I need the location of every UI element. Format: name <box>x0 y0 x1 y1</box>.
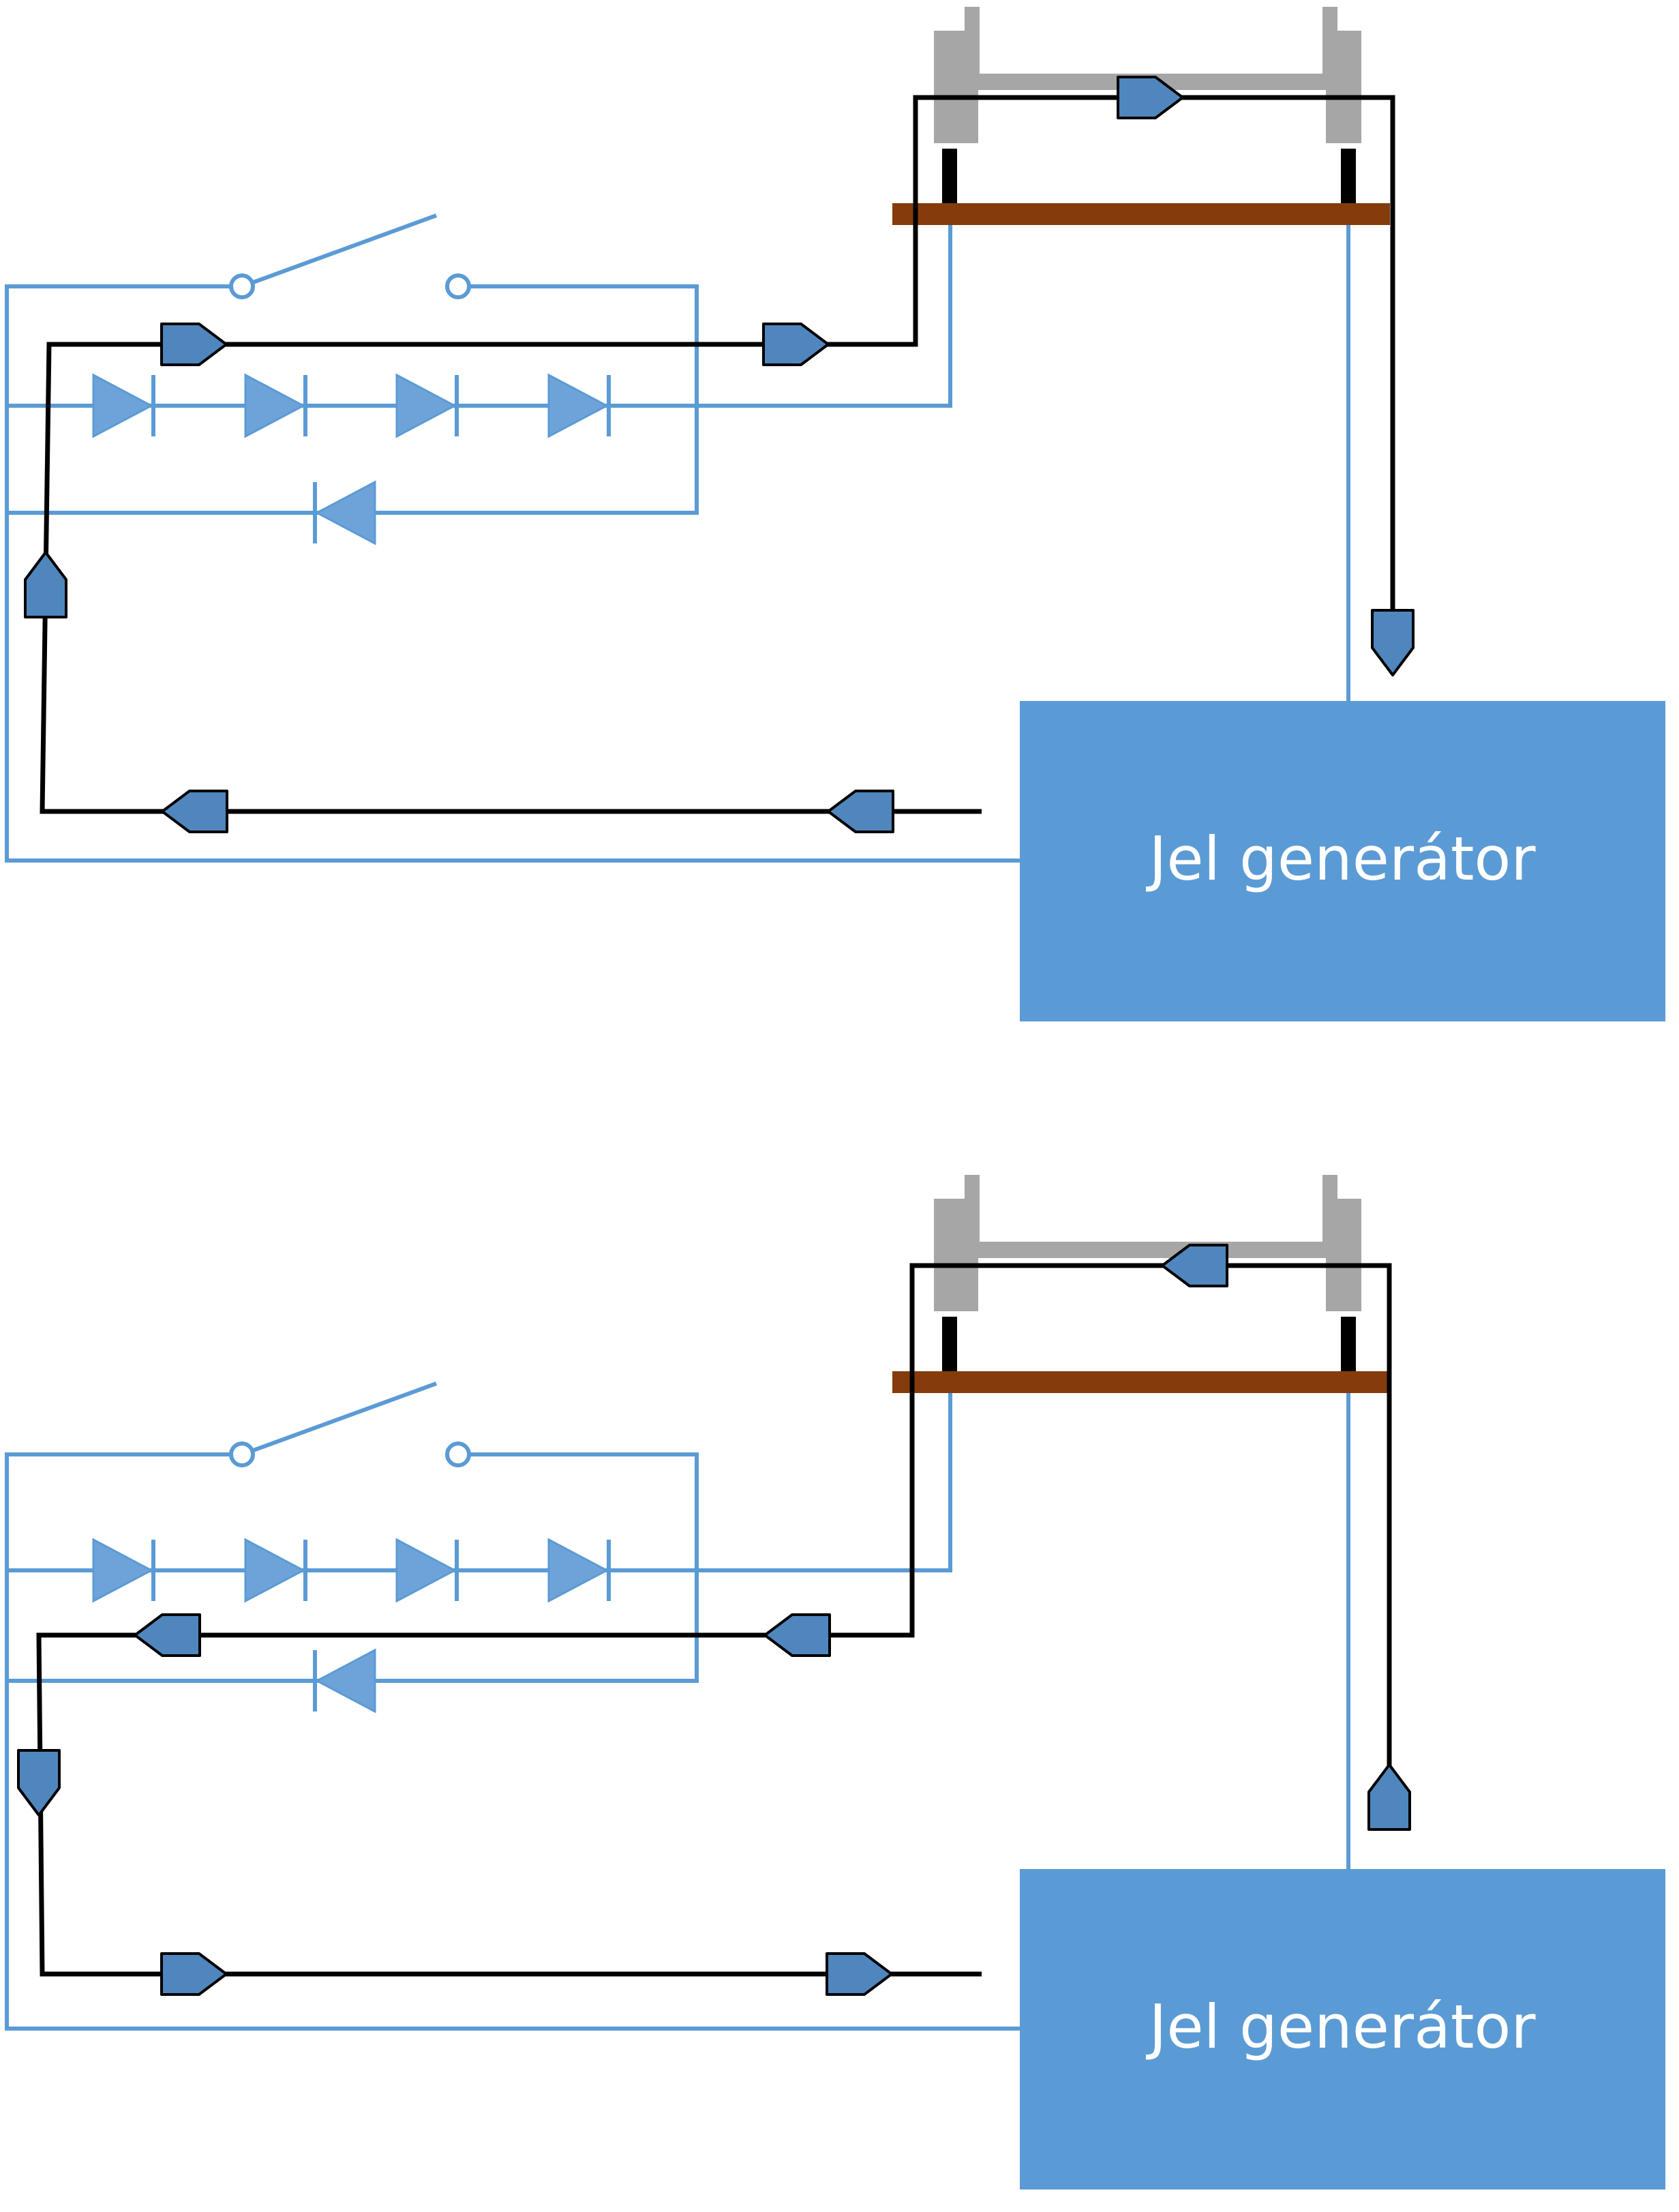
current-path-line <box>36 1263 1392 1977</box>
diagram-reverse: Jel generátor <box>5 1175 1665 2189</box>
current-path-line <box>40 95 1395 814</box>
switch-terminal-right <box>445 273 471 299</box>
direction-marker <box>160 323 228 366</box>
diode-1 <box>93 1540 153 1601</box>
wheelset <box>934 1175 1361 1375</box>
diode-3 <box>397 1540 457 1601</box>
generator-box <box>1020 701 1665 1021</box>
diode-string-wire <box>7 1379 952 1572</box>
generator-label: Jel generátor <box>1145 824 1536 894</box>
diode-2 <box>245 375 305 436</box>
generator-box <box>1020 1869 1665 2189</box>
switch-terminal-left <box>229 273 255 299</box>
diagram-forward: Jel generátor <box>5 7 1665 1021</box>
direction-marker <box>17 1749 61 1817</box>
brush-right <box>1341 1317 1356 1375</box>
diode-1 <box>93 375 153 436</box>
direction-marker <box>1371 609 1415 676</box>
direction-marker <box>1367 1763 1411 1831</box>
switch <box>229 1381 471 1467</box>
diode-4 <box>549 375 609 436</box>
diode-2 <box>245 1540 305 1601</box>
diode-reverse <box>315 482 375 543</box>
rail-track <box>892 1371 1390 1393</box>
diode-string-wire <box>7 211 952 408</box>
generator-label: Jel generátor <box>1145 1992 1536 2062</box>
switch <box>229 213 471 299</box>
signal-generator: Jel generátor <box>1020 1869 1665 2189</box>
current-path <box>36 1263 1392 1977</box>
switch-terminal-right <box>445 1441 471 1467</box>
direction-marker <box>827 790 894 833</box>
diode-4 <box>549 1540 609 1601</box>
switch-lever <box>241 1381 438 1456</box>
direction-marker <box>763 1613 831 1657</box>
switch-lever <box>241 213 438 288</box>
switch-loop-wire <box>5 284 1020 863</box>
brush-left <box>942 1317 957 1375</box>
direction-marker <box>160 1952 228 1996</box>
rail-track <box>892 203 1390 225</box>
diode-reverse <box>315 1650 375 1712</box>
axle <box>968 1242 1336 1258</box>
current-path <box>40 95 1395 814</box>
switch-loop-wire <box>5 1452 1020 2031</box>
direction-marker <box>161 790 228 833</box>
switch-terminal-left <box>229 1441 255 1467</box>
diodes <box>93 375 609 543</box>
signal-generator: Jel generátor <box>1020 701 1665 1021</box>
diode-3 <box>397 375 457 436</box>
brush-right <box>1341 149 1356 207</box>
direction-marker <box>826 1952 893 1996</box>
direction-marker <box>24 551 67 618</box>
direction-marker <box>134 1613 201 1657</box>
direction-marker <box>762 323 830 366</box>
brush-left <box>942 149 957 207</box>
